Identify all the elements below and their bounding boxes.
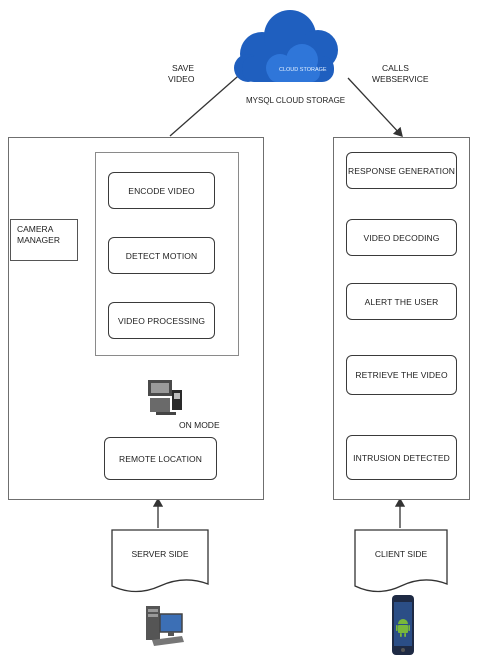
server-computer-icon [146, 606, 184, 646]
video-decoding-box: VIDEO DECODING [346, 219, 457, 256]
alert-user-box: ALERT THE USER [346, 283, 457, 320]
cloud-caption: MYSQL CLOUD STORAGE [246, 96, 346, 105]
remote-location-box: REMOTE LOCATION [104, 437, 217, 480]
camera-icon [148, 380, 182, 415]
intrusion-detected-box: INTRUSION DETECTED [346, 435, 457, 480]
detect-motion-box: DETECT MOTION [108, 237, 215, 274]
save-video-label-line1: SAVE [172, 63, 195, 73]
save-video-arrow [169, 69, 246, 137]
calls-webservice-label-line1: CALLS [382, 63, 409, 73]
server-side-document-shape [111, 529, 209, 593]
android-phone-icon [392, 595, 414, 655]
encode-video-box: ENCODE VIDEO [108, 172, 215, 209]
calls-webservice-label-line2: WEBSERVICE [372, 74, 429, 84]
cloud-storage-icon [234, 10, 338, 82]
server-side-label: SERVER SIDE [131, 549, 189, 559]
client-side-document-shape [354, 529, 448, 593]
client-side-label: CLIENT SIDE [374, 549, 428, 559]
retrieve-video-box: RETRIEVE THE VIDEO [346, 355, 457, 395]
camera-manager-label-line1: CAMERA [17, 224, 54, 234]
video-processing-box: VIDEO PROCESSING [108, 302, 215, 339]
response-generation-box: RESPONSE GENERATION [346, 152, 457, 189]
on-mode-label: ON MODE [179, 420, 220, 430]
camera-manager-label-line2: MANAGER [17, 235, 60, 245]
cloud-inner-label: CLOUD STORAGE [279, 67, 327, 73]
calls-webservice-arrow [347, 77, 403, 137]
camera-manager-box: CAMERA MANAGER [10, 219, 78, 261]
save-video-label-line2: VIDEO [168, 74, 195, 84]
